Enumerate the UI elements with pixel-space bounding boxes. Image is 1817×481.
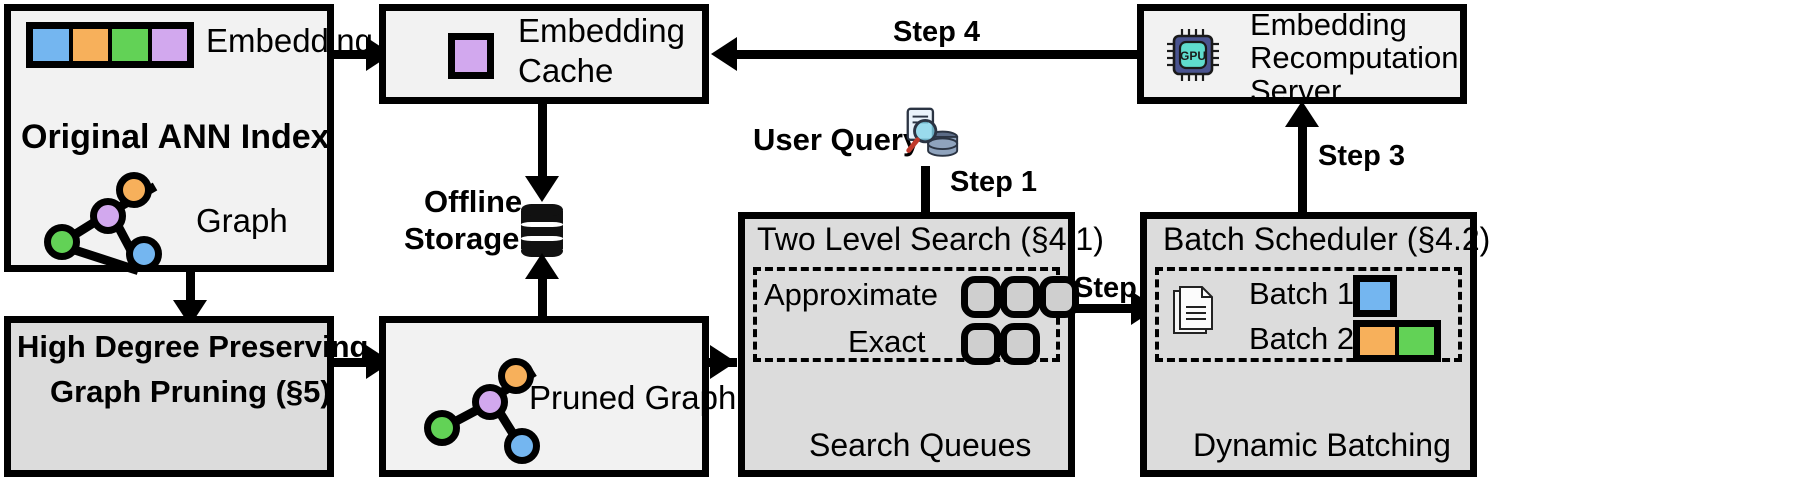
graph-node-orange (116, 172, 152, 208)
user-query-label: User Query (753, 122, 921, 157)
offline-storage-line2: Storage (404, 221, 520, 256)
arrow-pruned-to-storage-line (538, 270, 547, 320)
recomputation-server-box (1137, 4, 1467, 104)
batch-1-label: Batch 1 (1249, 276, 1355, 311)
arrow-step4-head (711, 37, 737, 71)
graph-pruning-line2: Graph Pruning (§5) (50, 374, 331, 409)
batch-1-swatch-blue (1353, 275, 1397, 317)
gpu-chip-icon: GPU (1164, 26, 1224, 84)
step4-label: Step 4 (893, 16, 981, 48)
two-level-search-box (738, 212, 1075, 477)
embedding-swatch-green (112, 29, 152, 61)
approximate-slot-2 (1000, 276, 1040, 318)
embedding-cache-swatch (448, 33, 494, 79)
arrow-step3-head (1285, 101, 1319, 127)
batch-scheduler-title: Batch Scheduler (§4.2) (1163, 221, 1491, 257)
step1-label: Step 1 (950, 166, 1038, 198)
approximate-slot-3 (1039, 276, 1079, 318)
exact-slot-2 (1000, 323, 1040, 365)
embedding-swatch-purple (151, 29, 187, 61)
exact-slot-1 (961, 323, 1001, 365)
embedding-cache-box (379, 4, 709, 104)
magnifier-glyph (906, 107, 938, 153)
graph-node-blue (126, 236, 162, 272)
graph-pruning-line1: High Degree Preserving (17, 329, 369, 364)
query-search-database-icon (900, 104, 962, 166)
arrow-cache-to-storage-line (538, 104, 547, 182)
batch-2-swatch-orange (1360, 327, 1399, 355)
original-ann-index-title: Original ANN Index (21, 118, 330, 156)
database-top (521, 204, 563, 216)
arrow-index-to-cache-line (334, 50, 368, 59)
embedding-swatch-strip (26, 22, 194, 68)
graph-pruning-box (4, 316, 334, 477)
embedding-swatch-orange (72, 29, 112, 61)
arrow-pruning-to-pruned-line (334, 358, 368, 367)
database-icon (521, 203, 563, 257)
offline-storage-line1: Offline (424, 184, 523, 219)
arrow-step1-line (921, 166, 930, 218)
original-graph (40, 172, 170, 275)
pruned-graph-box (379, 316, 709, 477)
step3-label: Step 3 (1318, 140, 1406, 172)
pruned-node-blue (504, 428, 540, 464)
database-glyph (927, 130, 959, 157)
exact-label: Exact (848, 324, 926, 359)
recomputation-server-line3: Server (1250, 73, 1342, 108)
batch-2-swatch-strip (1353, 320, 1441, 362)
dynamic-batching-footer: Dynamic Batching (1193, 427, 1451, 463)
embedding-swatch-blue (33, 29, 73, 61)
two-level-search-title: Two Level Search (§4.1) (757, 221, 1104, 257)
documents-stack-svg (1173, 286, 1213, 334)
search-queues-footer: Search Queues (809, 427, 1032, 463)
approximate-slot-1 (961, 276, 1001, 318)
database-body (521, 211, 563, 249)
embedding-cache-line1: Embedding (518, 12, 685, 49)
arrow-step2-line (1075, 304, 1143, 313)
database-mid1 (521, 222, 563, 227)
arrow-step4-line (736, 50, 1139, 59)
dynamic-batching-dashed-region (1155, 267, 1462, 362)
pruned-graph-label: Pruned Graph (529, 379, 737, 416)
query-icon-svg (906, 107, 959, 157)
database-mid2 (521, 236, 563, 241)
graph-node-green (44, 224, 80, 260)
recomputation-server-line2: Recomputation (1250, 40, 1459, 75)
arrow-index-to-pruning-line (186, 272, 195, 306)
pruned-node-green (424, 410, 460, 446)
pruned-node-orange (498, 358, 534, 394)
arrow-step3-line (1298, 118, 1307, 212)
arrow-pruned-to-storage-head (525, 253, 559, 279)
embedding-cache-line2: Cache (518, 52, 614, 89)
batch-2-label: Batch 2 (1249, 321, 1355, 356)
arrow-pruned-to-search-head (710, 345, 736, 379)
pruned-node-purple (472, 384, 508, 420)
graph-node-purple (90, 198, 126, 234)
gpu-icon-text: GPU (1180, 49, 1206, 63)
arrow-cache-to-storage-head (525, 176, 559, 202)
pruned-graph (418, 358, 548, 464)
approximate-label: Approximate (764, 277, 939, 312)
recomputation-server-line1: Embedding (1250, 7, 1407, 42)
graph-label: Graph (196, 202, 288, 239)
batch-2-swatch-green (1399, 327, 1434, 355)
gpu-chip-svg: GPU (1167, 29, 1219, 81)
documents-stack-icon (1168, 281, 1220, 343)
